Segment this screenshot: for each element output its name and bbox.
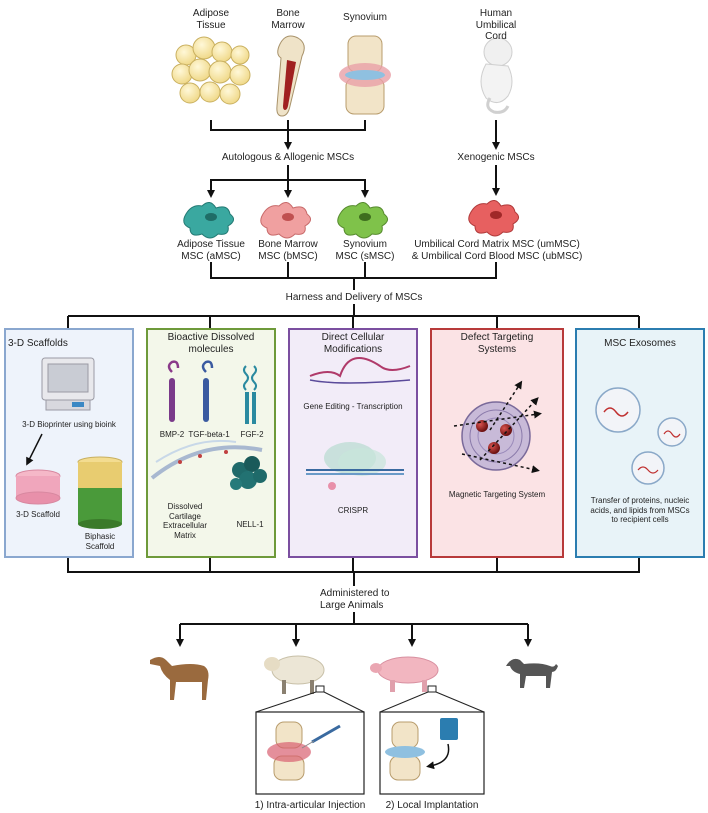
amsc-cell-icon (183, 202, 234, 239)
source-bone-marrow-label: Bone Marrow (271, 8, 305, 31)
amsc-label: Adipose Tissue MSC (aMSC) (177, 239, 245, 262)
transfer-label: Transfer of proteins, nucleic acids, and… (590, 496, 690, 524)
bioprinter-label: 3-D Bioprinter using bioink (22, 420, 116, 429)
crispr-label: CRISPR (337, 506, 369, 515)
scaffold-label: 3-D Scaffold (16, 510, 60, 519)
zoom-lines (255, 691, 485, 713)
tgf-label: TGF-beta-1 (188, 430, 230, 439)
gene-editing-label: Gene Editing - Transcription (303, 402, 403, 411)
category-scaffolds: 3-D Scaffolds (8, 338, 68, 349)
bmsc-label: Bone Marrow MSC (bMSC) (258, 239, 318, 262)
administered-label: Administered to Large Animals (320, 588, 390, 611)
magnetic-label: Magnetic Targeting System (448, 490, 546, 499)
adipose-tissue-icon (171, 36, 251, 105)
direct-panel (288, 328, 418, 558)
umsc-cell-icon (468, 200, 519, 237)
smsc-cell-icon (337, 202, 388, 239)
method-injection-label: 1) Intra-articular Injection (254, 800, 366, 811)
synovium-joint-icon (339, 35, 391, 115)
autologous-label: Autologous & Allogenic MSCs (221, 152, 355, 163)
pig-icon (370, 656, 439, 693)
source-synovium-label: Synovium (343, 12, 387, 23)
bmp2-label: BMP-2 (159, 430, 185, 439)
category-direct: Direct Cellular Modifications (321, 332, 385, 355)
source-connectors (207, 120, 500, 198)
source-umbilical-label: Human Umbilical Cord (475, 8, 517, 42)
implantation-knee-icon (385, 718, 458, 781)
umsc-label: Umbilical Cord Matrix MSC (umMSC) & Umbi… (411, 239, 583, 262)
harness-label: Harness and Delivery of MSCs (274, 292, 434, 304)
smsc-label: Synovium MSC (sMSC) (335, 239, 395, 262)
xenogenic-label: Xenogenic MSCs (457, 152, 535, 163)
dog-icon (506, 658, 558, 688)
defect-panel (430, 328, 564, 558)
nell-label: NELL-1 (236, 520, 264, 529)
scaffolds-panel (4, 328, 134, 558)
category-exosomes: MSC Exosomes (604, 338, 676, 349)
category-bioactive: Bioactive Dissolved molecules (167, 332, 255, 355)
bmsc-cell-icon (260, 202, 311, 239)
fetus-icon (480, 37, 513, 114)
panel-bottom-connectors (67, 558, 640, 647)
horse-icon (150, 657, 209, 700)
cartilage-label: Dissolved Cartilage Extracellular Matrix (162, 502, 207, 540)
bone-marrow-icon (276, 35, 305, 117)
biphasic-label: Biphasic Scaffold (84, 532, 116, 551)
method-implantation-label: 2) Local Implantation (385, 800, 479, 811)
injection-knee-icon (267, 721, 341, 781)
sheep-icon (264, 655, 325, 694)
source-adipose-label: Adipose Tissue (192, 8, 230, 31)
fgf2-label: FGF-2 (240, 430, 264, 439)
category-defect: Defect Targeting Systems (460, 332, 534, 355)
